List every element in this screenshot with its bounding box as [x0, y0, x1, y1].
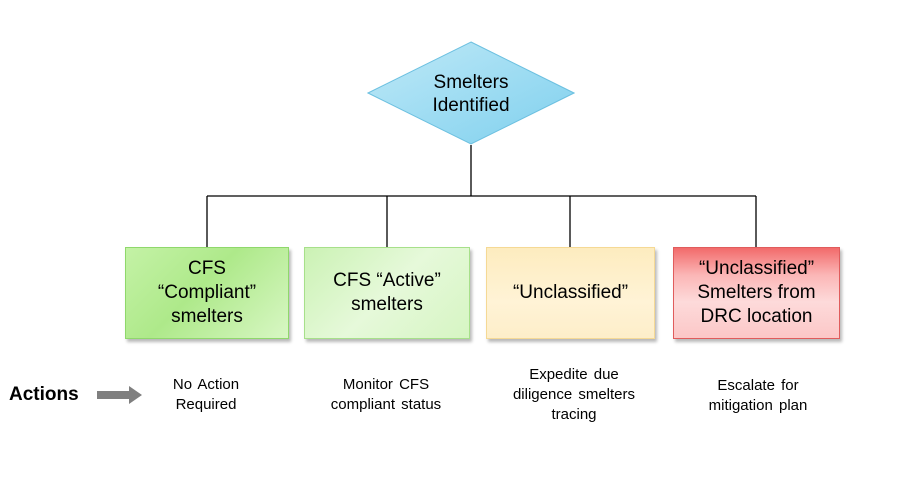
right-arrow-icon: [97, 386, 142, 404]
actions-label: Actions: [9, 384, 79, 405]
category-box-unclassified-drc: “Unclassified” Smelters from DRC locatio…: [673, 247, 840, 339]
diamond-label: Smelters Identified: [432, 72, 510, 116]
smelters-identified-diamond: Smelters Identified: [367, 41, 575, 145]
action-text-unclassified-drc: Escalate for mitigation plan: [708, 377, 808, 414]
action-text-active: Monitor CFS compliant status: [330, 376, 442, 413]
category-box-compliant: CFS “Compliant” smelters: [125, 247, 289, 339]
action-text-unclassified: Expedite due diligence smelters tracing: [512, 366, 636, 423]
category-box-active: CFS “Active” smelters: [304, 247, 470, 339]
action-text-compliant: No Action Required: [172, 376, 240, 413]
category-box-unclassified: “Unclassified”: [486, 247, 655, 339]
diamond-shape: [367, 41, 575, 145]
